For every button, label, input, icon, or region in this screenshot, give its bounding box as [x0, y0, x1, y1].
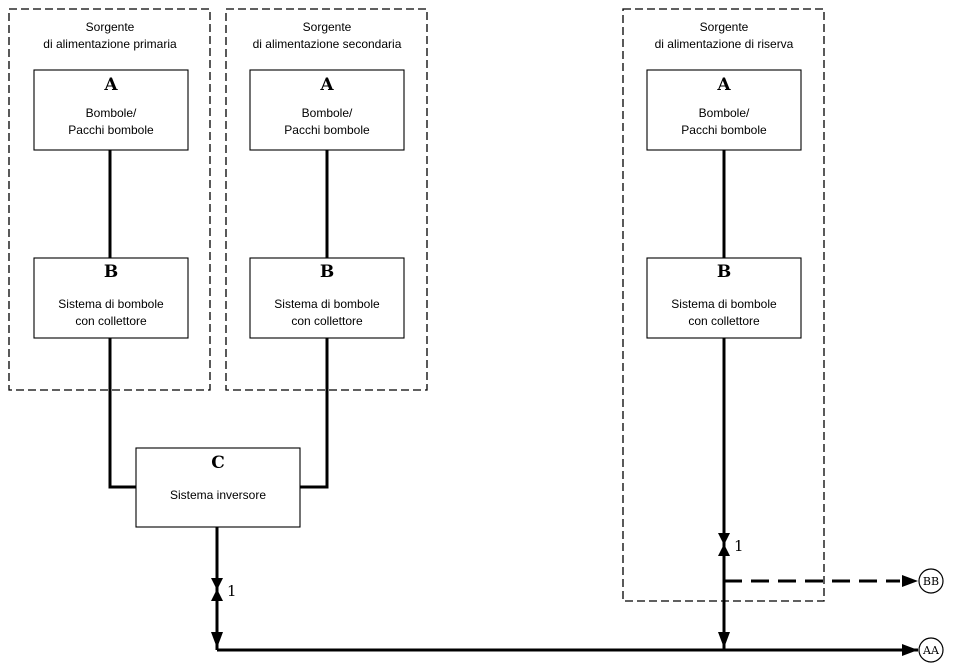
- reserve-box-b-line1: Sistema di bombole: [671, 297, 777, 311]
- reserve-box-a-letter: A: [716, 75, 731, 95]
- arrow-to-aa: [902, 644, 918, 656]
- outlet-aa-circle: [918, 637, 944, 663]
- reserve-box-b-letter: B: [717, 262, 731, 282]
- secondary-source-title-line2: di alimentazione secondaria: [253, 37, 402, 51]
- valve-label-left: 1: [227, 582, 237, 600]
- secondary-box-a: [249, 69, 405, 151]
- arrow-to-bb: [902, 575, 918, 587]
- reserve-box-b-line2: con collettore: [688, 314, 760, 328]
- primary-source-group: [8, 8, 211, 391]
- box-c-label: Sistema inversore: [170, 488, 266, 502]
- valve-1-left: [211, 578, 223, 601]
- box-c-changeover: [135, 447, 301, 528]
- outlet-bb-circle: [918, 568, 944, 594]
- arrow-reserve-into-main: [718, 632, 730, 648]
- secondary-source-title-line1: Sorgente: [303, 20, 352, 34]
- reserve-box-a-line1: Bombole/: [699, 106, 750, 120]
- primary-box-a-line1: Bombole/: [86, 106, 137, 120]
- valve-label-right: 1: [734, 537, 744, 555]
- primary-box-a-line2: Pacchi bombole: [68, 123, 154, 137]
- primary-box-b-letter: B: [104, 262, 118, 282]
- box-c-letter: C: [211, 453, 225, 473]
- secondary-box-b-line2: con collettore: [291, 314, 363, 328]
- secondary-box-b: [249, 257, 405, 339]
- primary-source-title-line2: di alimentazione primaria: [43, 37, 177, 51]
- primary-box-a: [33, 69, 189, 151]
- arrow-c-into-main: [211, 632, 223, 648]
- secondary-box-a-line1: Bombole/: [302, 106, 353, 120]
- primary-source-title-line1: Sorgente: [86, 20, 135, 34]
- secondary-box-b-line1: Sistema di bombole: [274, 297, 380, 311]
- reserve-box-b: [646, 257, 802, 339]
- secondary-box-b-letter: B: [320, 262, 334, 282]
- secondary-box-a-letter: A: [319, 75, 334, 95]
- primary-box-a-letter: A: [103, 75, 118, 95]
- outlet-aa-label: AA: [922, 644, 940, 657]
- outlet-bb-label: BB: [923, 575, 939, 588]
- pipe-primary-b-c: [108, 338, 136, 489]
- reserve-source-title-line1: Sorgente: [700, 20, 749, 34]
- reserve-box-a: [646, 69, 802, 151]
- primary-box-b-line2: con collettore: [75, 314, 147, 328]
- secondary-source-group: [225, 8, 428, 391]
- valve-1-right: [718, 533, 730, 556]
- reserve-source-title-line2: di alimentazione di riserva: [655, 37, 794, 51]
- pipe-secondary-b-c: [300, 338, 329, 489]
- reserve-box-a-line2: Pacchi bombole: [681, 123, 767, 137]
- secondary-box-a-line2: Pacchi bombole: [284, 123, 370, 137]
- primary-box-b-line1: Sistema di bombole: [58, 297, 164, 311]
- primary-box-b: [33, 257, 189, 339]
